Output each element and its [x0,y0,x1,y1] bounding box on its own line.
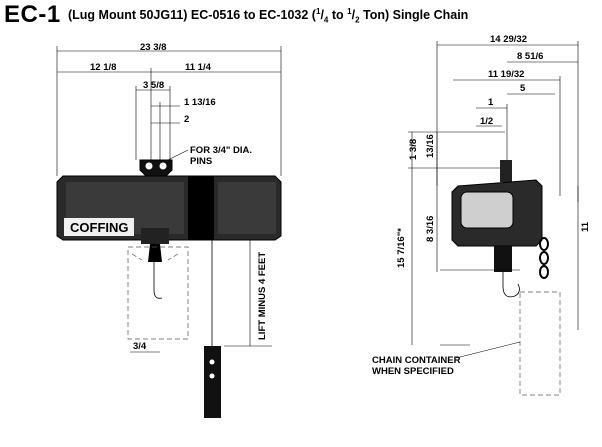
brand-label: COFFING [70,220,129,235]
note-lift: LIFT MINUS 4 FEET [257,252,268,340]
lug-pin-hole-left [145,162,153,170]
dim-height-body: 8 3/16 [425,216,436,242]
lug-pin-hole-right [159,162,167,170]
fraction-2-numerator: 1 [347,6,352,16]
hook-body [148,244,162,262]
load-chain-hook [153,262,163,299]
hoist-right-panel [218,182,276,234]
dim-depth-b: 11 19/32 [488,69,524,80]
side-chain-container [519,291,561,396]
side-load-chain [539,237,549,279]
hook-block [141,228,169,244]
dim-bottom-offset: 3/4 [133,341,147,352]
subtitle-to: to [328,8,348,22]
page-header: EC-1 (Lug Mount 50JG11) EC-0516 to EC-10… [0,0,602,30]
dim-overall-depth: 14 29/32 [490,34,527,45]
dim-left-width: 12 1/8 [90,62,116,73]
dim-right-width: 11 1/4 [185,62,212,73]
side-window [460,191,514,229]
dim-depth-c: 5 [520,83,526,94]
note-container-line1: CHAIN CONTAINER [372,355,461,366]
pendant-button-up-icon [209,359,215,365]
fraction-1-denominator: 4 [323,15,329,25]
side-lug [500,160,512,182]
suspension-lug [139,159,173,177]
dim-height-lug: 13/16 [425,134,436,158]
hoist-center-band [188,176,214,240]
dim-depth-a: 8 51/6 [517,51,543,62]
model-title: EC-1 [4,1,61,28]
fraction-1-numerator: 1 [315,6,321,16]
dim-overall-width: 23 3/8 [140,42,166,53]
side-hook [502,272,520,298]
note-pins-line1: FOR 3/4" DIA. [190,145,252,156]
subtitle-pre: (Lug Mount 50JG11) EC-0516 to EC-1032 ( [68,8,316,22]
dim-depth-e: 1/2 [480,116,493,127]
brand-plate [64,218,134,236]
dim-right-height: 11 [580,221,591,232]
front-view: 23 3/8 12 1/8 11 1/4 3 5/8 1 13/16 2 FOR… [56,42,282,418]
pendant-control [204,346,221,418]
model-subtitle: (Lug Mount 50JG11) EC-0516 to EC-1032 (1… [68,6,469,25]
fraction-2-denominator: 2 [355,15,360,25]
side-view: 14 29/32 8 51/6 11 19/32 5 1 1/2 15 7/16… [372,34,591,396]
pendant-button-down-icon [209,373,215,379]
dim-lug-offset: 1 13/16 [184,97,216,108]
chain-container-brace [131,253,179,261]
note-pins-line2: PINS [190,156,212,167]
chain-container-outline [127,246,189,340]
dim-total-height: 15 7/16"* [396,228,407,268]
side-hook-block [494,246,512,272]
pins-leader [167,149,189,161]
dim-lug-width: 3 5/8 [143,80,164,91]
dim-depth-d: 1 [488,97,494,108]
dim-lug-half: 2 [184,114,189,125]
container-leader [455,341,521,359]
note-container-line2: WHEN SPECIFIED [372,366,454,377]
dim-height-top: 1 3/8 [408,139,419,160]
subtitle-post: Ton) Single Chain [359,8,469,22]
